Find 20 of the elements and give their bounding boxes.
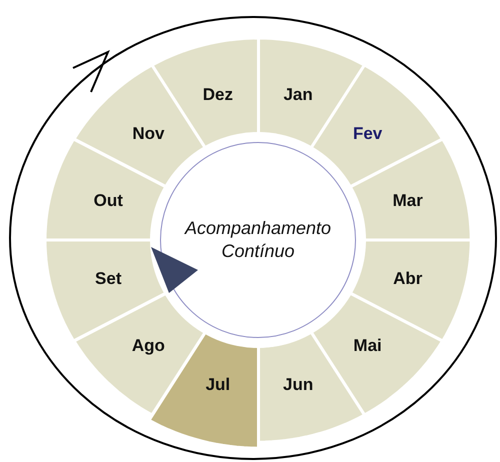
month-label: Mar xyxy=(392,191,423,212)
month-label: Ago xyxy=(132,336,165,356)
month-segment xyxy=(74,65,205,187)
month-segment xyxy=(311,65,442,187)
month-label: Jul xyxy=(206,374,230,395)
month-segment xyxy=(45,139,166,240)
month-label: Fev xyxy=(352,124,382,144)
month-segment xyxy=(74,293,205,415)
month-label: Mai xyxy=(353,336,382,356)
month-label: Dez xyxy=(202,85,233,106)
month-segment xyxy=(311,293,442,415)
month-label: Nov xyxy=(132,124,164,144)
month-segment xyxy=(45,240,166,341)
center-label: Acompanhamento Contínuo xyxy=(183,216,332,263)
month-label: Set xyxy=(95,268,122,289)
month-label: Jun xyxy=(283,374,314,395)
month-segment xyxy=(350,139,471,240)
month-label: Abr xyxy=(393,268,422,289)
month-label: Jan xyxy=(283,85,313,106)
month-label: Out xyxy=(94,191,123,212)
